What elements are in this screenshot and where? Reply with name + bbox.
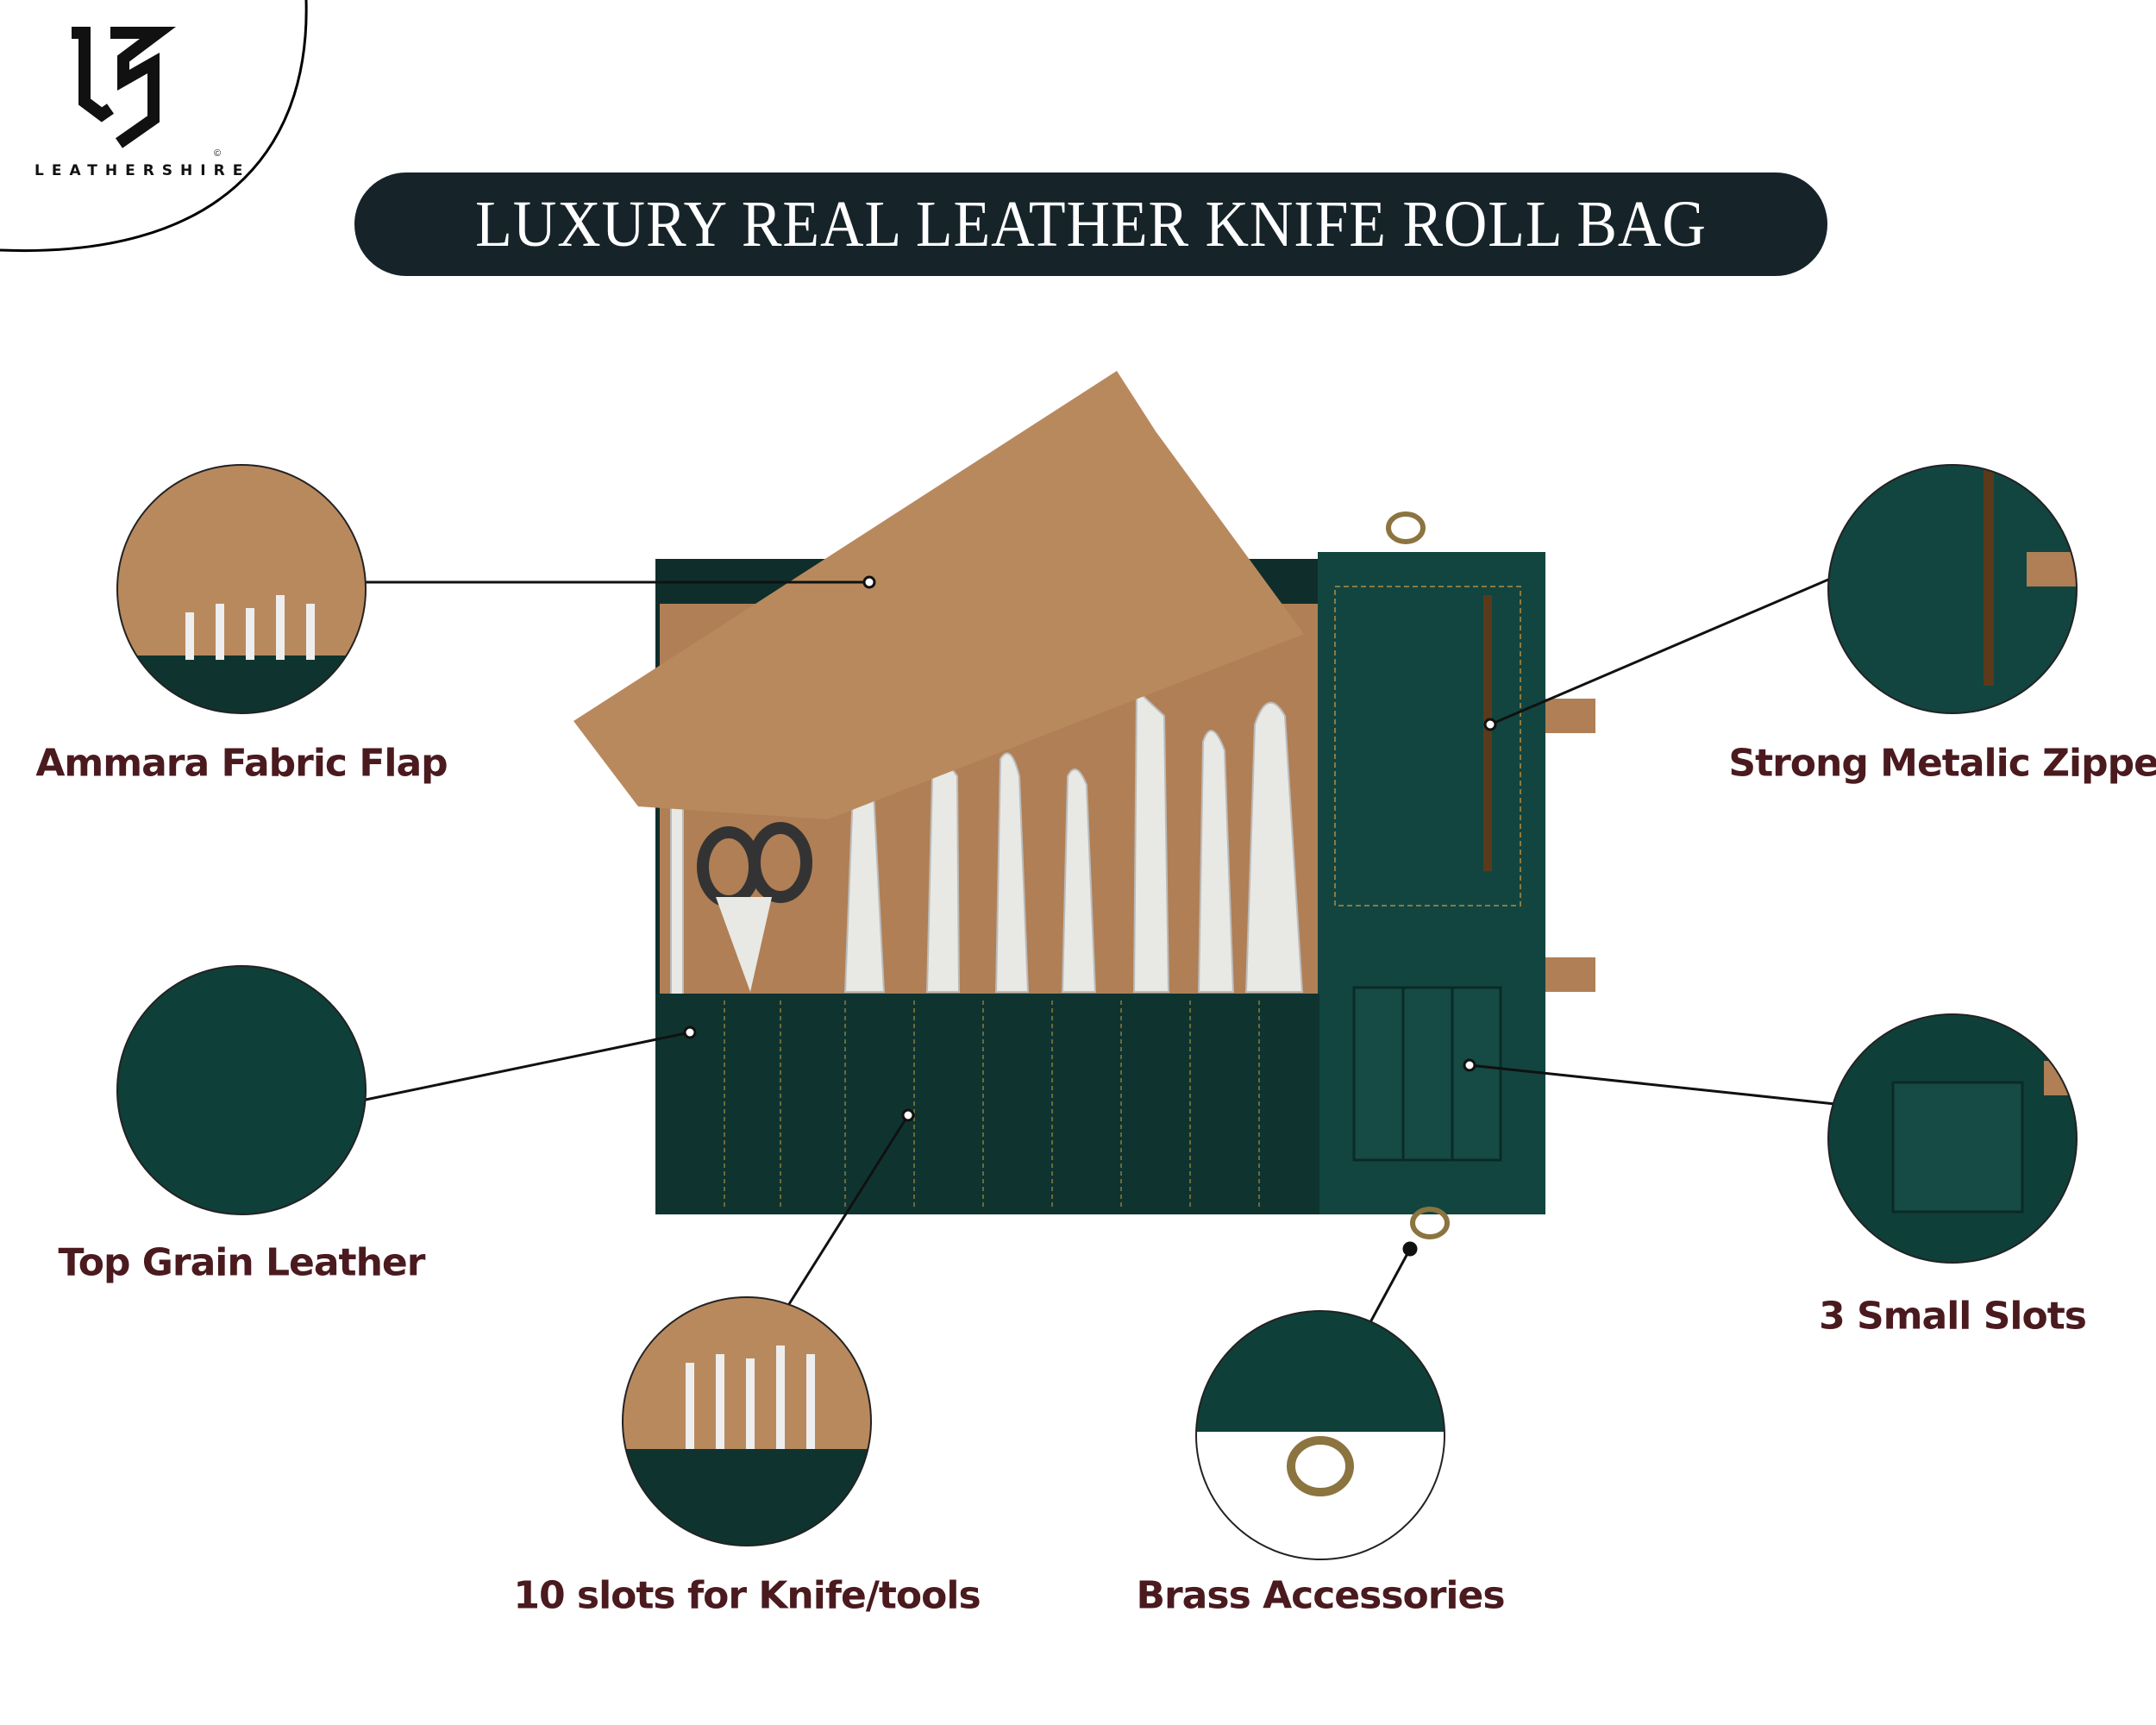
detail-circle-flap [117, 465, 366, 713]
callout-lines [365, 575, 1836, 1323]
corner-arc [0, 0, 308, 253]
detail-circle-zipper [1828, 465, 2077, 713]
brand-name: LEATHERSHIRE [34, 162, 251, 179]
title-banner: LUXURY REAL LEATHER KNIFE ROLL BAG [354, 172, 1827, 276]
detail-circle-small-slots [1828, 1014, 2077, 1263]
label-brass-accessories: Brass Accessories [1136, 1573, 1505, 1618]
copyright-mark: © [214, 148, 222, 159]
page-title: LUXURY REAL LEATHER KNIFE ROLL BAG [475, 187, 1707, 260]
detail-circle-brass [1196, 1311, 1445, 1559]
label-metal-zipper: Strong Metalic Zipper [1728, 741, 2156, 786]
suede-flap [573, 371, 1304, 819]
leathershire-logo [72, 27, 176, 148]
label-top-grain-leather: Top Grain Leather [58, 1240, 426, 1285]
label-knife-slots: 10 slots for Knife/tools [513, 1573, 981, 1618]
detail-circle-leather [116, 965, 367, 1215]
label-fabric-flap: Ammara Fabric Flap [35, 741, 448, 786]
label-small-slots: 3 Small Slots [1819, 1294, 2087, 1339]
knife-roll-bag [573, 371, 1595, 1239]
